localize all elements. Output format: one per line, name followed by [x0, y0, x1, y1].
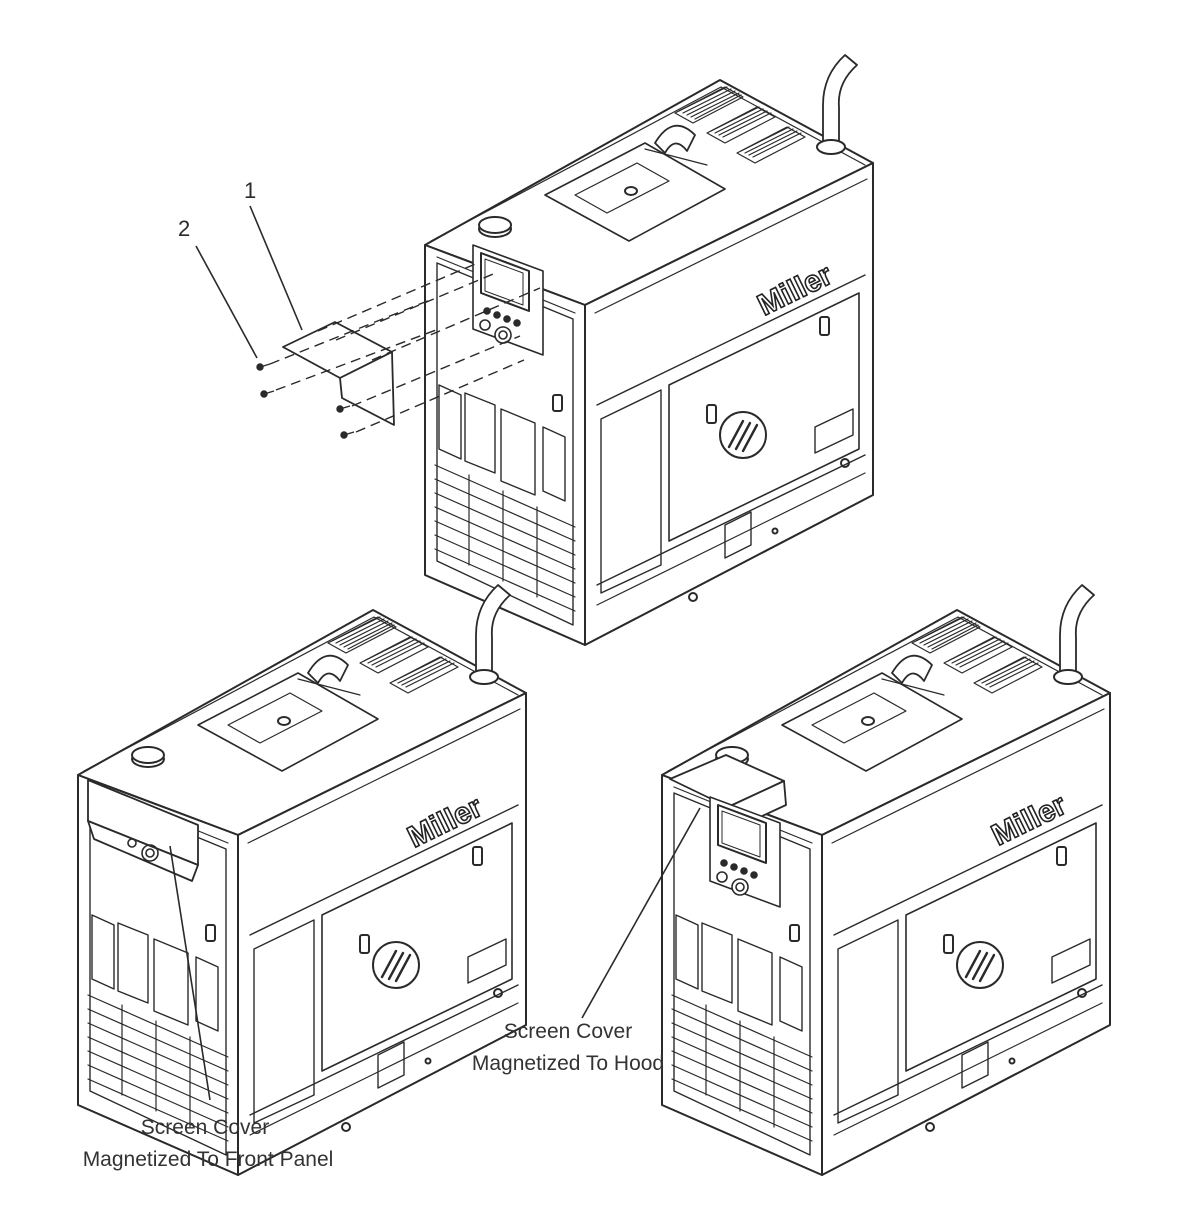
callout-2: 2 [178, 216, 190, 241]
hood-leader [581, 807, 701, 1019]
hood-caption-line2: Magnetized To Hood [472, 1052, 664, 1075]
screen-cover-part [282, 321, 395, 426]
hood-caption-line1: Screen Cover [504, 1020, 632, 1043]
explosion-lines [269, 261, 541, 433]
screws [256, 363, 355, 439]
front-panel-view [76, 583, 528, 1177]
callout-leaders [195, 205, 303, 359]
callout-1: 1 [244, 178, 256, 203]
hood-caption: Screen Cover Magnetized To Hood [472, 1020, 664, 1075]
exploded-view [423, 53, 875, 647]
front-panel-caption: Screen Cover Magnetized To Front Panel [83, 1116, 334, 1171]
front-panel-caption-line1: Screen Cover [141, 1116, 269, 1139]
front-panel-caption-line2: Magnetized To Front Panel [83, 1148, 334, 1171]
front-panel-leader [169, 845, 211, 1101]
hood-view [660, 583, 1112, 1177]
